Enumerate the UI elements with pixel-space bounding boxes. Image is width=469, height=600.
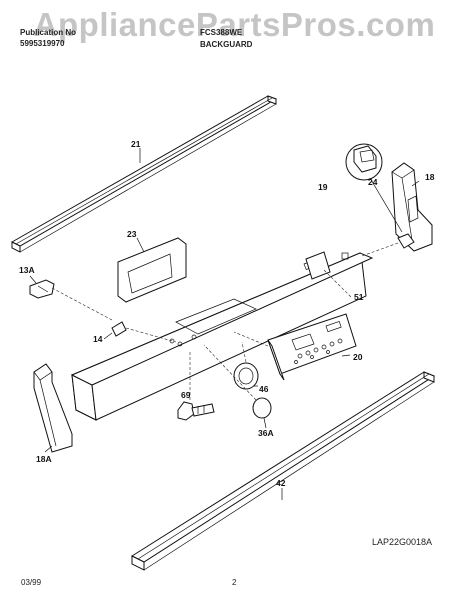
part-46-knob: [233, 362, 259, 390]
callout-24: 24: [368, 177, 378, 187]
part-69-screw: [177, 401, 215, 421]
footer-date: 03/99: [21, 578, 42, 587]
leader-24: [369, 177, 403, 233]
publication-label: Publication No: [20, 28, 76, 37]
callout-23: 23: [127, 229, 137, 239]
leader-36a: [203, 344, 257, 401]
callout-14: 14: [93, 334, 103, 344]
callout-42: 42: [276, 478, 286, 488]
callout-46: 46: [259, 384, 269, 394]
part-19-backguard-panel: [70, 252, 374, 421]
callout-18: 18: [425, 172, 435, 182]
leader-13a: [51, 287, 113, 321]
callout-13a: 13A: [19, 265, 35, 275]
publication-number: 5995319970: [20, 39, 65, 48]
section-title: BACKGUARD: [200, 40, 253, 49]
callout-69: 69: [181, 390, 191, 400]
part-20-control-board: [267, 313, 357, 381]
part-13a-clip: [29, 279, 55, 299]
diagram-code: LAP22G0018A: [372, 537, 433, 547]
leader-51: [323, 269, 353, 299]
part-18a-left-endcap: [33, 363, 73, 453]
part-23-bracket: [117, 237, 187, 303]
leader-20: [341, 354, 351, 357]
callout-36a: 36A: [258, 428, 274, 438]
callout-20: 20: [353, 352, 363, 362]
part-51-overlay: [305, 251, 331, 280]
part-24-detail: [345, 143, 383, 181]
leader-23: [136, 237, 145, 253]
callout-51: 51: [354, 292, 364, 302]
part-36a-cap: [252, 397, 272, 419]
page-number: 2: [232, 578, 237, 587]
callout-19: 19: [318, 182, 328, 192]
callout-18a: 18A: [36, 454, 52, 464]
part-42-bottom-trim: [130, 371, 436, 571]
leader-18a: [44, 445, 53, 453]
part-24-knob: [397, 233, 415, 249]
leader-18: [411, 180, 420, 187]
part-14-clip: [111, 321, 127, 337]
watermark: AppliancePartsPros.com: [33, 6, 436, 43]
part-21-top-trim: [10, 95, 278, 253]
callout-21: 21: [131, 139, 141, 149]
model-number: FCS388WE: [200, 28, 243, 37]
leader-14: [103, 332, 113, 340]
